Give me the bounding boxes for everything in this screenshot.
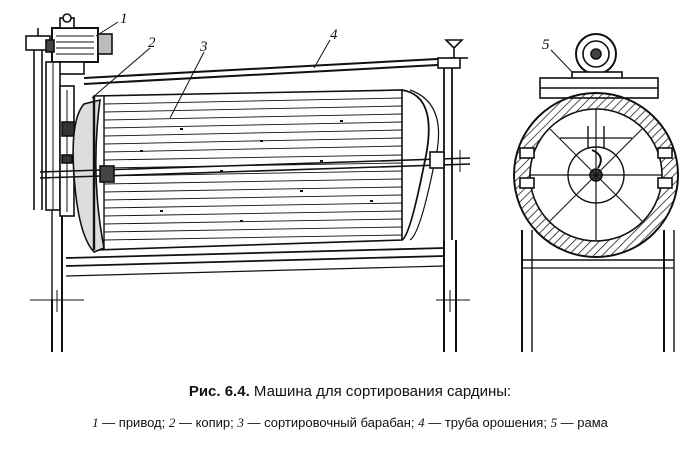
end-view-motor [571, 33, 623, 81]
legend-num-3: 3 [237, 415, 244, 430]
irrigation-pipe [83, 39, 468, 240]
legend-num-2: 2 [168, 415, 176, 430]
legend-num-5: 5 [550, 415, 558, 430]
machine-drawing: 1 2 3 4 5 [25, 11, 679, 352]
legend-num-4: 4 [418, 415, 425, 430]
legend-text-1: — привод; [98, 415, 169, 430]
callout-1: 1 [120, 11, 128, 27]
legend-text-5: — рама [557, 415, 608, 430]
lower-frame [65, 240, 470, 352]
figure-caption: Рис. 6.4. Машина для сортирования сардин… [0, 383, 700, 400]
frame [521, 77, 675, 352]
callout-leaders [91, 21, 575, 119]
legend-text-4: — труба орошения; [424, 415, 551, 430]
callout-3: 3 [200, 39, 208, 55]
legend-text-3: — сортировочный барабан; [243, 415, 419, 430]
callout-5: 5 [542, 37, 550, 53]
callout-4: 4 [330, 27, 338, 43]
drum-end-wheel [513, 92, 679, 258]
legend-num-1: 1 [92, 415, 99, 430]
left-frame-post [25, 28, 84, 352]
legend-text-2: — копир; [175, 415, 238, 430]
figure-legend: 1 — привод; 2 — копир; 3 — сортировочный… [0, 415, 700, 431]
figure-title: Машина для сортирования сардины: [253, 383, 512, 400]
drive-motor [45, 13, 113, 75]
sorting-drum [39, 89, 471, 253]
figure-number: Рис. 6.4. [188, 383, 250, 400]
technical-drawing [25, 13, 679, 352]
end-view [513, 33, 679, 352]
callout-2: 2 [148, 35, 156, 51]
drive-column [45, 61, 75, 217]
side-view [25, 13, 471, 352]
